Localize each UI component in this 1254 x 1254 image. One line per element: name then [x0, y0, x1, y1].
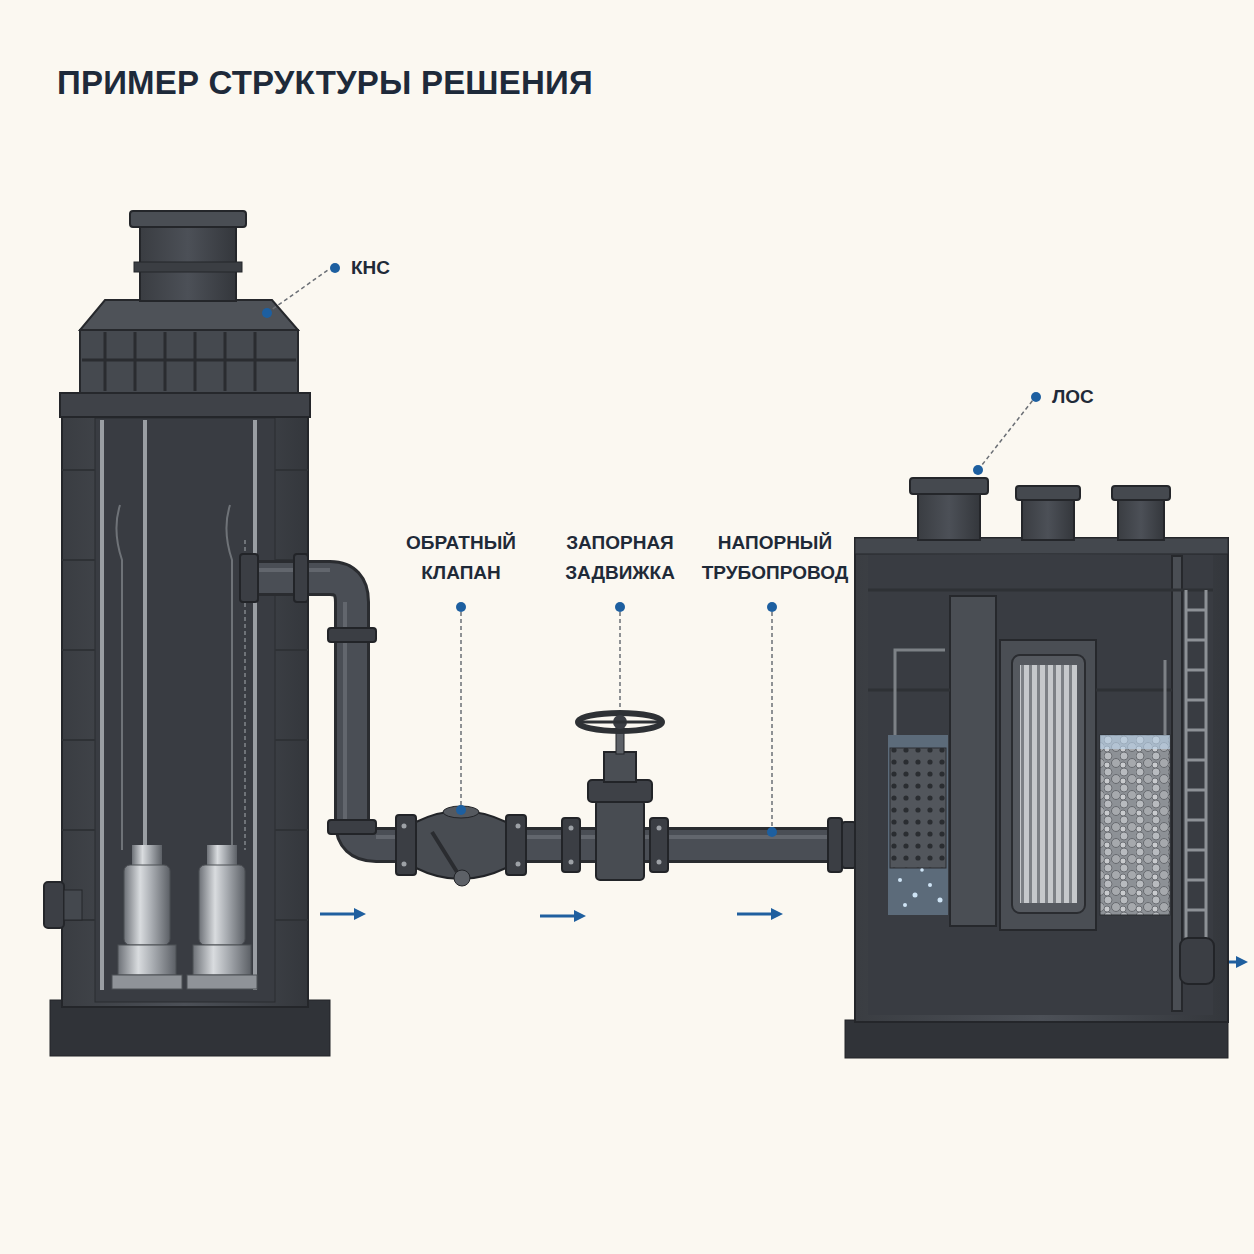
pump: [112, 845, 182, 989]
callout-label: ЛОС: [1049, 382, 1097, 412]
leader-dot: [262, 263, 1041, 837]
diagram-title: ПРИМЕР СТРУКТУРЫ РЕШЕНИЯ: [57, 64, 593, 102]
callout-label: ОБРАТНЫЙ КЛАПАН: [403, 528, 519, 589]
kns-tank: [44, 211, 330, 1056]
leader-line: [267, 270, 1033, 828]
pump: [187, 845, 257, 989]
callout-label: КНС: [348, 253, 393, 283]
callout-label: ЗАПОРНАЯ ЗАДВИЖКА: [562, 528, 678, 589]
los-tank: [845, 478, 1228, 1058]
callout-label: НАПОРНЫЙ ТРУБОПРОВОД: [699, 528, 851, 589]
pipeline: [240, 554, 856, 886]
check-valve: [396, 806, 526, 886]
